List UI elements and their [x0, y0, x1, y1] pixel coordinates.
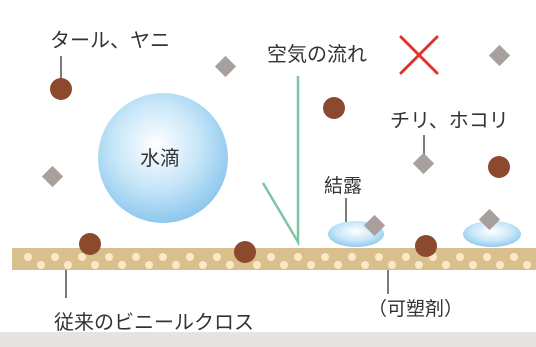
water-drop-icon: [98, 93, 228, 223]
label-vinyl-cloth: 従来のビニールクロス: [54, 310, 254, 334]
plasticizer-dot: [469, 261, 477, 269]
dust-particle: [41, 165, 64, 188]
condensation-drop-icon: [463, 221, 521, 247]
plasticizer-dot: [172, 261, 180, 269]
plasticizer-dot: [78, 253, 86, 261]
plasticizer-dot: [348, 253, 356, 261]
tar-particle: [323, 97, 345, 119]
plasticizer-dot: [321, 253, 329, 261]
plasticizer-dot: [37, 261, 45, 269]
panel-background: [0, 0, 536, 332]
plasticizer-dot: [510, 253, 518, 261]
plasticizer-dot: [496, 261, 504, 269]
plasticizer-dot: [388, 261, 396, 269]
plasticizer-dot: [456, 253, 464, 261]
plasticizer-dot: [199, 261, 207, 269]
plasticizer-dot: [91, 261, 99, 269]
plasticizer-dot: [267, 253, 275, 261]
plasticizer-dot: [442, 261, 450, 269]
plasticizer-dot: [523, 261, 531, 269]
label-water-drop: 水滴: [140, 146, 180, 170]
plasticizer-dot: [334, 261, 342, 269]
plasticizer-dot: [361, 261, 369, 269]
label-condensation: 結露: [324, 175, 363, 197]
plasticizer-dot: [118, 261, 126, 269]
dust-particle: [214, 55, 237, 78]
plasticizer-dot: [64, 261, 72, 269]
plasticizer-dot: [280, 261, 288, 269]
label-air-flow: 空気の流れ: [267, 42, 367, 66]
plasticizer-dot: [226, 261, 234, 269]
plasticizer-dot: [375, 253, 383, 261]
plasticizer-dot: [253, 261, 261, 269]
tar-particle: [79, 233, 101, 255]
tar-particle: [415, 235, 437, 257]
label-plasticizer: （可塑剤）: [368, 298, 464, 320]
cross-icon: [399, 35, 439, 75]
tar-particles: [50, 78, 510, 263]
tar-particle: [50, 78, 72, 100]
label-tar-nicotine: タール、ヤニ: [50, 28, 170, 52]
plasticizer-dot: [402, 253, 410, 261]
plasticizer-dot: [145, 261, 153, 269]
plasticizer-dot: [24, 253, 32, 261]
label-dust: チリ、ホコリ: [390, 108, 509, 132]
plasticizer-dot: [159, 253, 167, 261]
plasticizer-dot: [483, 253, 491, 261]
plasticizer-dot: [415, 261, 423, 269]
plasticizer-dot: [213, 253, 221, 261]
plasticizer-dot: [307, 261, 315, 269]
plasticizer-dot: [186, 253, 194, 261]
tar-particle: [488, 156, 510, 178]
plasticizer-dot: [132, 253, 140, 261]
plasticizer-dot: [294, 253, 302, 261]
air-flow-line: [261, 76, 300, 247]
plasticizer-dot: [51, 253, 59, 261]
tar-particle: [234, 241, 256, 263]
plasticizer-dot: [105, 253, 113, 261]
